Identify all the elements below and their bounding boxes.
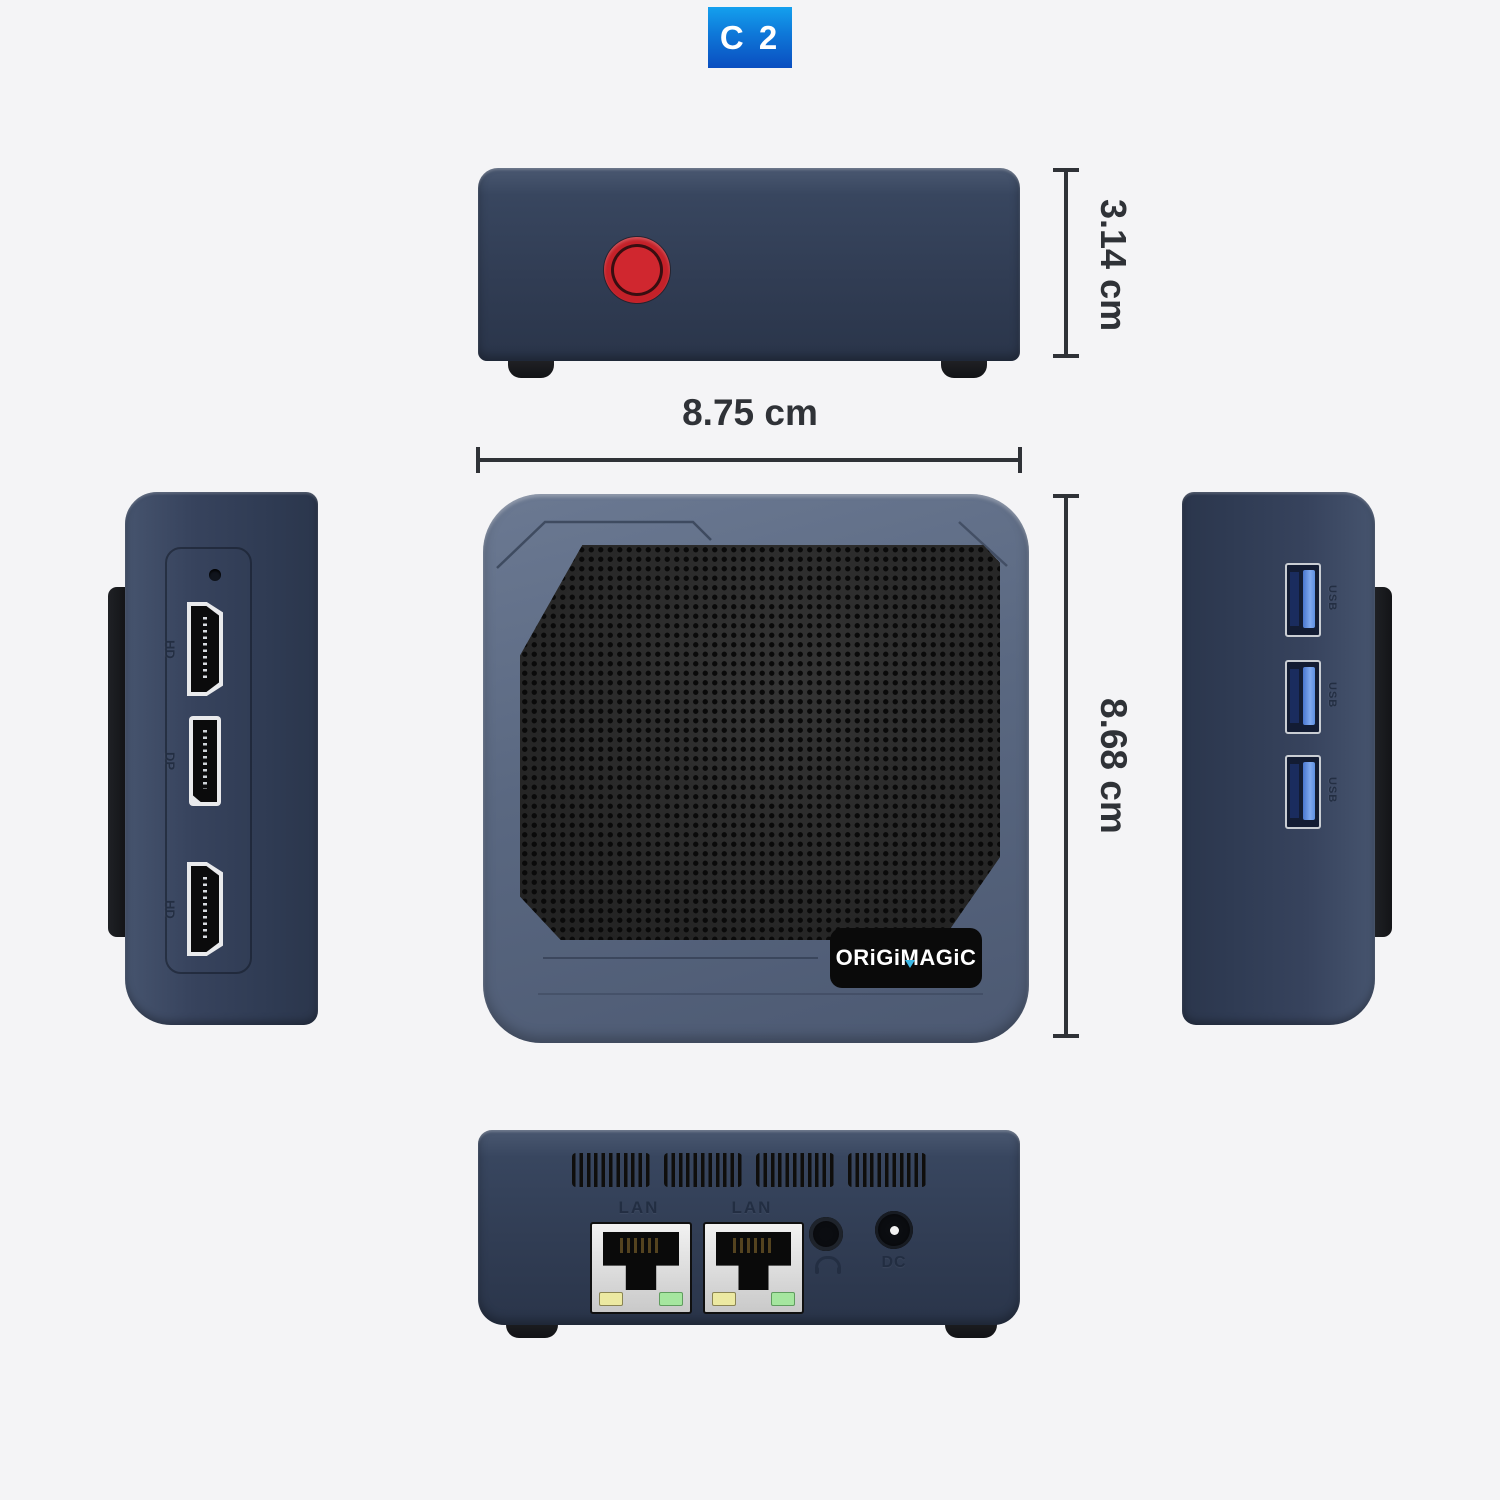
vent-grille-4 xyxy=(848,1153,926,1187)
model-badge: C 2 xyxy=(708,7,792,68)
usb-port-2-label: USB xyxy=(1326,681,1338,709)
rear-view: LAN LAN DC xyxy=(478,1130,1020,1325)
dc-power-jack xyxy=(875,1211,913,1249)
width-dimension-line xyxy=(478,458,1022,462)
usb-port-2 xyxy=(1285,660,1321,734)
lan2-led-yellow xyxy=(712,1292,736,1306)
displayport-label: DP xyxy=(162,751,178,771)
headphone-jack xyxy=(809,1217,843,1251)
displayport-port xyxy=(189,716,221,806)
usb-port-1-label: USB xyxy=(1326,584,1338,612)
hdmi-bottom-label: HD xyxy=(162,899,178,919)
brand-logo-text: ORiGi xyxy=(835,945,901,970)
brand-logo-text: AGiC xyxy=(919,945,977,970)
power-button-icon xyxy=(604,237,670,303)
lan2-led-green xyxy=(771,1292,795,1306)
lan2-label: LAN xyxy=(731,1198,773,1217)
front-foot-right xyxy=(941,356,987,378)
depth-dimension-line xyxy=(1064,496,1068,1036)
dc-jack-pin xyxy=(889,1225,899,1235)
front-foot-left xyxy=(508,356,554,378)
left-rubber-foot-strip xyxy=(108,587,126,937)
lan1-label: LAN xyxy=(618,1198,660,1217)
usb-port-1 xyxy=(1285,563,1321,637)
right-rubber-foot-strip xyxy=(1374,587,1392,937)
headphone-icon xyxy=(815,1256,841,1274)
left-side-view: HD DP HD xyxy=(125,492,318,1025)
power-button-inner xyxy=(611,244,663,296)
dc-label: DC xyxy=(881,1254,907,1271)
lan-port-2 xyxy=(703,1222,804,1314)
brand-logo-accent-m: M xyxy=(900,945,920,970)
usb-port-3-label: USB xyxy=(1326,776,1338,804)
vent-grille-3 xyxy=(756,1153,834,1187)
vent-grille-2 xyxy=(664,1153,742,1187)
left-port-panel xyxy=(165,547,252,974)
front-view xyxy=(478,168,1020,361)
vent-grille-1 xyxy=(572,1153,650,1187)
right-side-view: USB USB USB xyxy=(1182,492,1375,1025)
lan1-led-green xyxy=(659,1292,683,1306)
top-frame-accent-lines xyxy=(496,520,1008,995)
hdmi-port-bottom xyxy=(187,862,223,956)
lan1-led-yellow xyxy=(599,1292,623,1306)
hdmi-top-label: HD xyxy=(162,639,178,659)
depth-dimension-label: 8.68 cm xyxy=(1093,698,1134,834)
height-dimension-line xyxy=(1064,170,1068,358)
pinhole-reset-icon xyxy=(209,569,221,581)
speaker-grille xyxy=(520,545,1000,940)
height-dimension-label: 3.14 cm xyxy=(1093,198,1134,332)
hdmi-port-top xyxy=(187,602,223,696)
width-dimension-label: 8.75 cm xyxy=(682,392,818,433)
lan-port-1 xyxy=(590,1222,692,1314)
usb-port-3 xyxy=(1285,755,1321,829)
